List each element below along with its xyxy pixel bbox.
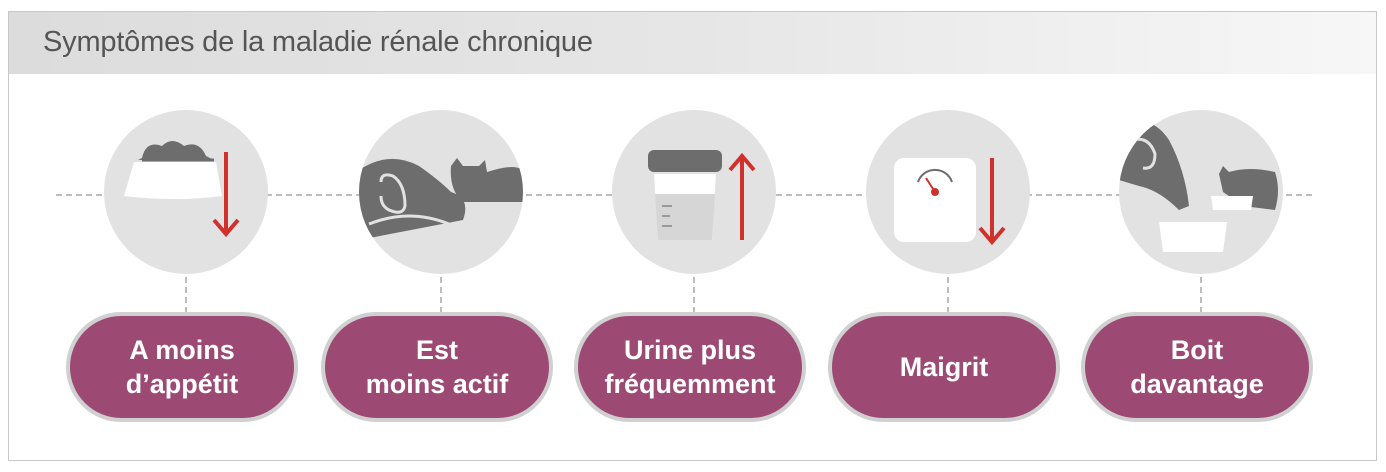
symptom-label: A moins d’appétit	[66, 312, 298, 422]
symptom-drinking: Boit davantage	[1081, 110, 1321, 430]
dashed-connector	[185, 277, 187, 313]
page-title: Symptômes de la maladie rénale chronique	[43, 26, 593, 58]
food-bowl-down-icon	[104, 110, 268, 274]
drinking-pets-icon	[1119, 110, 1283, 274]
symptom-urination: Urine plus fréquemment	[574, 110, 814, 430]
label-line: Maigrit	[899, 352, 989, 382]
label-line: Est	[415, 335, 459, 365]
dashed-connector	[440, 277, 442, 313]
symptom-appetite: A moins d’appétit	[66, 110, 306, 430]
dashed-connector	[947, 277, 949, 313]
label-line: moins actif	[365, 369, 509, 399]
sleeping-pets-icon	[359, 110, 523, 274]
label-line: davantage	[1130, 369, 1264, 399]
dashed-connector	[693, 277, 695, 313]
urine-cup-up-icon	[612, 110, 776, 274]
symptom-label: Est moins actif	[321, 312, 553, 422]
symptom-label: Maigrit	[828, 312, 1060, 422]
symptom-label: Urine plus fréquemment	[574, 312, 806, 422]
symptom-weight-loss: Maigrit	[828, 110, 1068, 430]
label-line: d’appétit	[125, 369, 239, 399]
symptom-label: Boit davantage	[1081, 312, 1313, 422]
label-line: A moins	[129, 335, 235, 365]
header-bar: Symptômes de la maladie rénale chronique	[9, 12, 1376, 74]
dashed-connector	[1200, 277, 1202, 313]
scale-down-icon	[866, 110, 1030, 274]
label-line: Urine plus	[623, 335, 757, 365]
symptom-activity: Est moins actif	[321, 110, 561, 430]
label-line: Boit	[1170, 335, 1224, 365]
label-line: fréquemment	[604, 369, 776, 399]
